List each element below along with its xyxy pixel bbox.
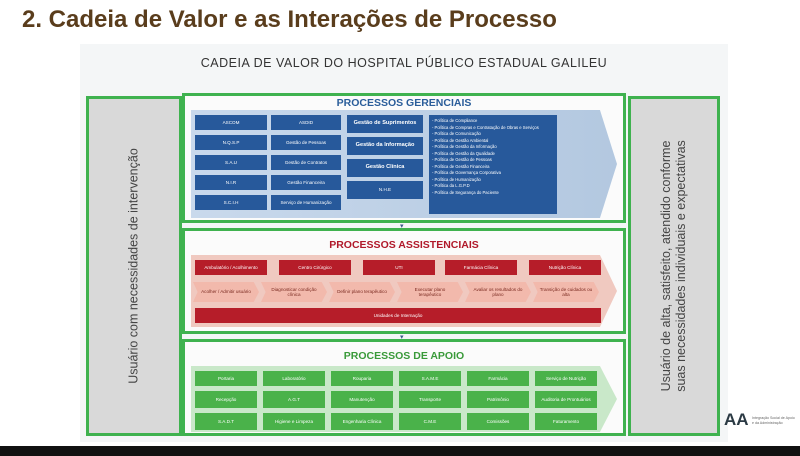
policy-item: - Política de Compras e Contratação de O… <box>432 124 539 130</box>
section-connector-icon: ▾ <box>400 334 404 341</box>
policy-item: - Política de Segurança do Paciente <box>432 189 499 195</box>
support-box: Faturamento <box>535 413 597 430</box>
care-flow-step: Acolher / Admitir usuário <box>193 282 259 302</box>
mgmt-box: Serviço de Humanização <box>271 195 341 210</box>
output-panel: Usuário de alta, satisfeito, atendido co… <box>628 96 720 436</box>
policy-item: - Política de Gestão de Pessoas <box>432 157 492 162</box>
organization-logo-subtitle: Integração Social de Apoio e da Administ… <box>752 416 795 425</box>
mgmt-box: N.I.R <box>195 175 267 190</box>
care-flow-step: Executar plano terapêutico <box>397 282 463 302</box>
mgmt-box: Gestão de Pessoas <box>271 135 341 150</box>
support-processes-section: PROCESSOS DE APOIO Portaria Laboratório … <box>182 339 626 436</box>
policy-item: - Política de Gestão Financeira <box>432 163 490 169</box>
policy-item: - Política de Comunicação <box>432 131 481 136</box>
mgmt-box: S.C.I.H <box>195 195 267 210</box>
support-processes-title: PROCESSOS DE APOIO <box>343 350 465 362</box>
care-unit-box: Farmácia Clínica <box>445 260 517 275</box>
care-processes-title: PROCESSOS ASSISTENCIAIS <box>329 239 479 251</box>
output-label: Usuário de alta, satisfeito, atendido co… <box>659 140 688 392</box>
support-box: Laboratório <box>263 371 325 386</box>
mgmt-box: Gestão de Contratos <box>271 155 341 170</box>
mgmt-box: S.A.U <box>195 155 267 170</box>
care-flow-step: Transição de cuidados ou alta <box>533 282 599 302</box>
policy-item: - Política de Humanização <box>432 176 481 182</box>
inpatient-units-bar: Unidades de Internação <box>195 308 601 323</box>
mgmt-box: Gestão de Suprimentos <box>347 115 423 133</box>
policy-item: - Política de Governança Corporativa <box>432 170 501 175</box>
mgmt-box: Gestão Financeira <box>271 175 341 190</box>
care-unit-box: Nutrição Clínica <box>529 260 601 275</box>
support-box: Recepção <box>195 391 257 408</box>
input-panel: Usuário com necessidades de intervenção <box>86 96 182 436</box>
section-connector-icon: ▾ <box>400 223 404 230</box>
support-box: Transporte <box>399 391 461 408</box>
support-box: Higiene e Limpeza <box>263 413 325 430</box>
policy-item: - Política de Compliance <box>432 118 478 123</box>
support-box: Comissões <box>467 413 529 430</box>
care-unit-box: UTI <box>363 260 435 275</box>
mgmt-box: ASDID <box>271 115 341 130</box>
care-flow-step: Avaliar os resultados do plano <box>465 282 531 302</box>
support-box: Portaria <box>195 371 257 386</box>
care-unit-box: Ambulatório / Acolhimento <box>195 260 267 275</box>
diagram-title: CADEIA DE VALOR DO HOSPITAL PÚBLICO ESTA… <box>200 56 608 70</box>
policy-item: - Política de Gestão da Qualidade <box>432 150 495 156</box>
care-flow-step: Diagnosticar condição clínica <box>261 282 327 302</box>
mgmt-box: Gestão da Informação <box>347 137 423 155</box>
care-flow-step: Definir plano terapêutico <box>329 282 395 302</box>
policies-list: - Política de Compliance - Política de C… <box>429 115 557 214</box>
care-unit-box: Centro Cirúrgico <box>279 260 351 275</box>
support-box: A.G.T <box>263 391 325 408</box>
support-box: C.M.E <box>399 413 461 430</box>
support-box: Serviço de Nutrição <box>535 371 597 386</box>
policy-item: - Política de Gestão da Informação <box>432 144 497 149</box>
support-box: Farmácia <box>467 371 529 386</box>
policy-item: - Política da L.G.P.D <box>432 183 470 188</box>
slide-title: 2. Cadeia de Valor e as Interações de Pr… <box>22 6 557 33</box>
management-processes-section: PROCESSOS GERENCIAIS ASCOM N.Q.S.P S.A.U… <box>182 93 626 223</box>
support-box: S.A.D.T <box>195 413 257 430</box>
mgmt-box: ASCOM <box>195 115 267 130</box>
support-box: Engenharia Clínica <box>331 413 393 430</box>
support-box: Auditoria de Prontuários <box>535 391 597 408</box>
policy-item: - Política de Gestão Ambiental <box>432 137 489 143</box>
care-processes-section: PROCESSOS ASSISTENCIAIS Ambulatório / Ac… <box>182 228 626 334</box>
support-box: S.A.M.E <box>399 371 461 386</box>
support-box: Rouparia <box>331 371 393 386</box>
support-box: Manutenção <box>331 391 393 408</box>
management-processes-title: PROCESSOS GERENCIAIS <box>336 97 472 109</box>
mgmt-box: N.H.E <box>347 181 423 199</box>
input-label: Usuário com necessidades de intervenção <box>126 148 141 384</box>
mgmt-box: N.Q.S.P <box>195 135 267 150</box>
bottom-bar <box>0 446 800 456</box>
organization-logo: AA <box>724 410 749 429</box>
mgmt-box: Gestão Clínica <box>347 159 423 177</box>
support-box: Patrimônio <box>467 391 529 408</box>
